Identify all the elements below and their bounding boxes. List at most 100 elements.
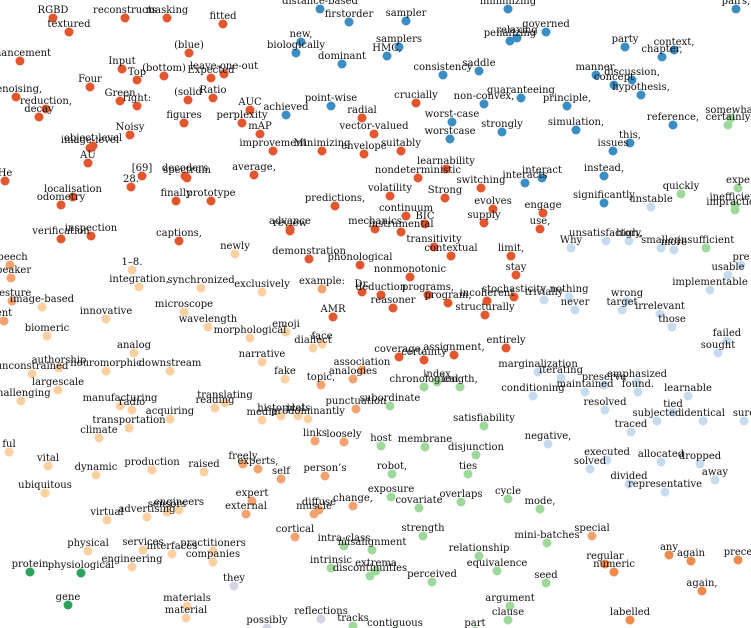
scatter-point [413, 173, 423, 183]
point-label: virtual [89, 507, 123, 518]
scatter-point [238, 459, 248, 469]
scatter-point [171, 196, 181, 206]
scatter-point [206, 73, 216, 83]
point-label: traced [615, 419, 648, 430]
scatter-point [695, 459, 705, 469]
scatter-point [183, 95, 193, 105]
point-label: chapter, [641, 44, 682, 55]
point-label: microscope [155, 299, 213, 310]
point-label: contextual [424, 243, 477, 254]
point-label: smaller, [641, 235, 681, 246]
scatter-point [633, 387, 643, 397]
scatter-point [199, 467, 209, 477]
point-label: example: [299, 276, 345, 287]
scatter-point [159, 71, 169, 81]
scatter-point [206, 196, 216, 206]
scatter-point [646, 202, 656, 212]
scatter-point [571, 125, 581, 135]
point-label: limit, [498, 243, 524, 254]
scatter-point [56, 200, 66, 210]
point-label: person’s [303, 463, 346, 474]
scatter-point [617, 305, 627, 315]
scatter-point [731, 4, 741, 14]
point-label: perceived [407, 569, 457, 580]
point-label: penalizing [484, 28, 537, 39]
scatter-point [0, 176, 10, 186]
point-label: localisation [44, 184, 103, 195]
scatter-point [482, 296, 492, 306]
point-label: transitivity [406, 234, 462, 245]
scatter-point [15, 56, 25, 66]
scatter-point [53, 385, 63, 395]
scatter-point [126, 182, 136, 192]
scatter-point [432, 377, 442, 387]
point-label: inspection [65, 223, 118, 234]
point-label: captions, [156, 228, 202, 239]
point-label: largescale [32, 377, 84, 388]
scatter-point [276, 474, 286, 484]
point-label: implementable [672, 277, 748, 288]
point-label: Top [128, 67, 146, 78]
point-label: identical [681, 408, 725, 419]
scatter-point [509, 292, 519, 302]
scatter-point [257, 357, 267, 367]
point-label: marginalization [498, 359, 578, 370]
scatter-point [196, 283, 206, 293]
scatter-point [174, 505, 184, 515]
scatter-point [179, 118, 189, 128]
point-label: non-convex, [454, 91, 515, 102]
point-label: He [0, 168, 12, 179]
scatter-point [387, 469, 397, 479]
point-label: contiguous [367, 618, 423, 628]
point-label: downstream [139, 358, 202, 369]
point-label: regular [586, 551, 624, 562]
point-label: learnability [417, 156, 475, 167]
scatter-point [64, 27, 74, 37]
point-label: (blue) [174, 40, 204, 51]
point-label: authorship [32, 355, 87, 366]
scatter-point [566, 243, 576, 253]
point-label: integration, [109, 274, 169, 285]
point-label: transportation [92, 415, 166, 426]
scatter-point [5, 260, 15, 270]
scatter-point [710, 475, 720, 485]
point-label: instrumental [368, 219, 433, 230]
scatter-point [370, 224, 380, 234]
point-label: production [124, 457, 180, 468]
point-label: possibly [246, 615, 287, 626]
scatter-point [669, 245, 679, 255]
scatter-point [115, 401, 125, 411]
point-label: companies [186, 549, 240, 560]
scatter-point [657, 52, 667, 62]
scatter-point [420, 219, 430, 229]
scatter-point [463, 469, 473, 479]
scatter-point [355, 260, 365, 270]
scatter-point [396, 146, 406, 156]
point-label: manner, [575, 62, 616, 73]
point-label: dropped [679, 451, 722, 462]
point-label: this, [619, 130, 641, 141]
point-label: iterating [539, 365, 584, 376]
point-label: membrane [398, 434, 452, 445]
point-label: hypothesis, [612, 82, 670, 93]
point-label: suitably [381, 138, 421, 149]
scatter-point [241, 509, 251, 519]
scatter-point [501, 343, 511, 353]
scatter-point [115, 96, 125, 106]
scatter-point [138, 545, 148, 555]
scatter-point [609, 80, 619, 90]
scatter-point [293, 411, 303, 421]
scatter-point [627, 75, 637, 85]
scatter-point [357, 287, 367, 297]
point-label: punctuation [326, 396, 388, 407]
point-label: engage [524, 200, 561, 211]
scatter-point [429, 242, 439, 252]
point-label: average, [232, 162, 276, 173]
scatter-point [290, 532, 300, 542]
scatter-point [249, 170, 259, 180]
scatter-point [326, 101, 336, 111]
point-label: principle, [543, 93, 591, 104]
point-label: cortical [276, 524, 314, 535]
point-label: masking [146, 5, 189, 16]
point-label: extrema [355, 558, 397, 569]
